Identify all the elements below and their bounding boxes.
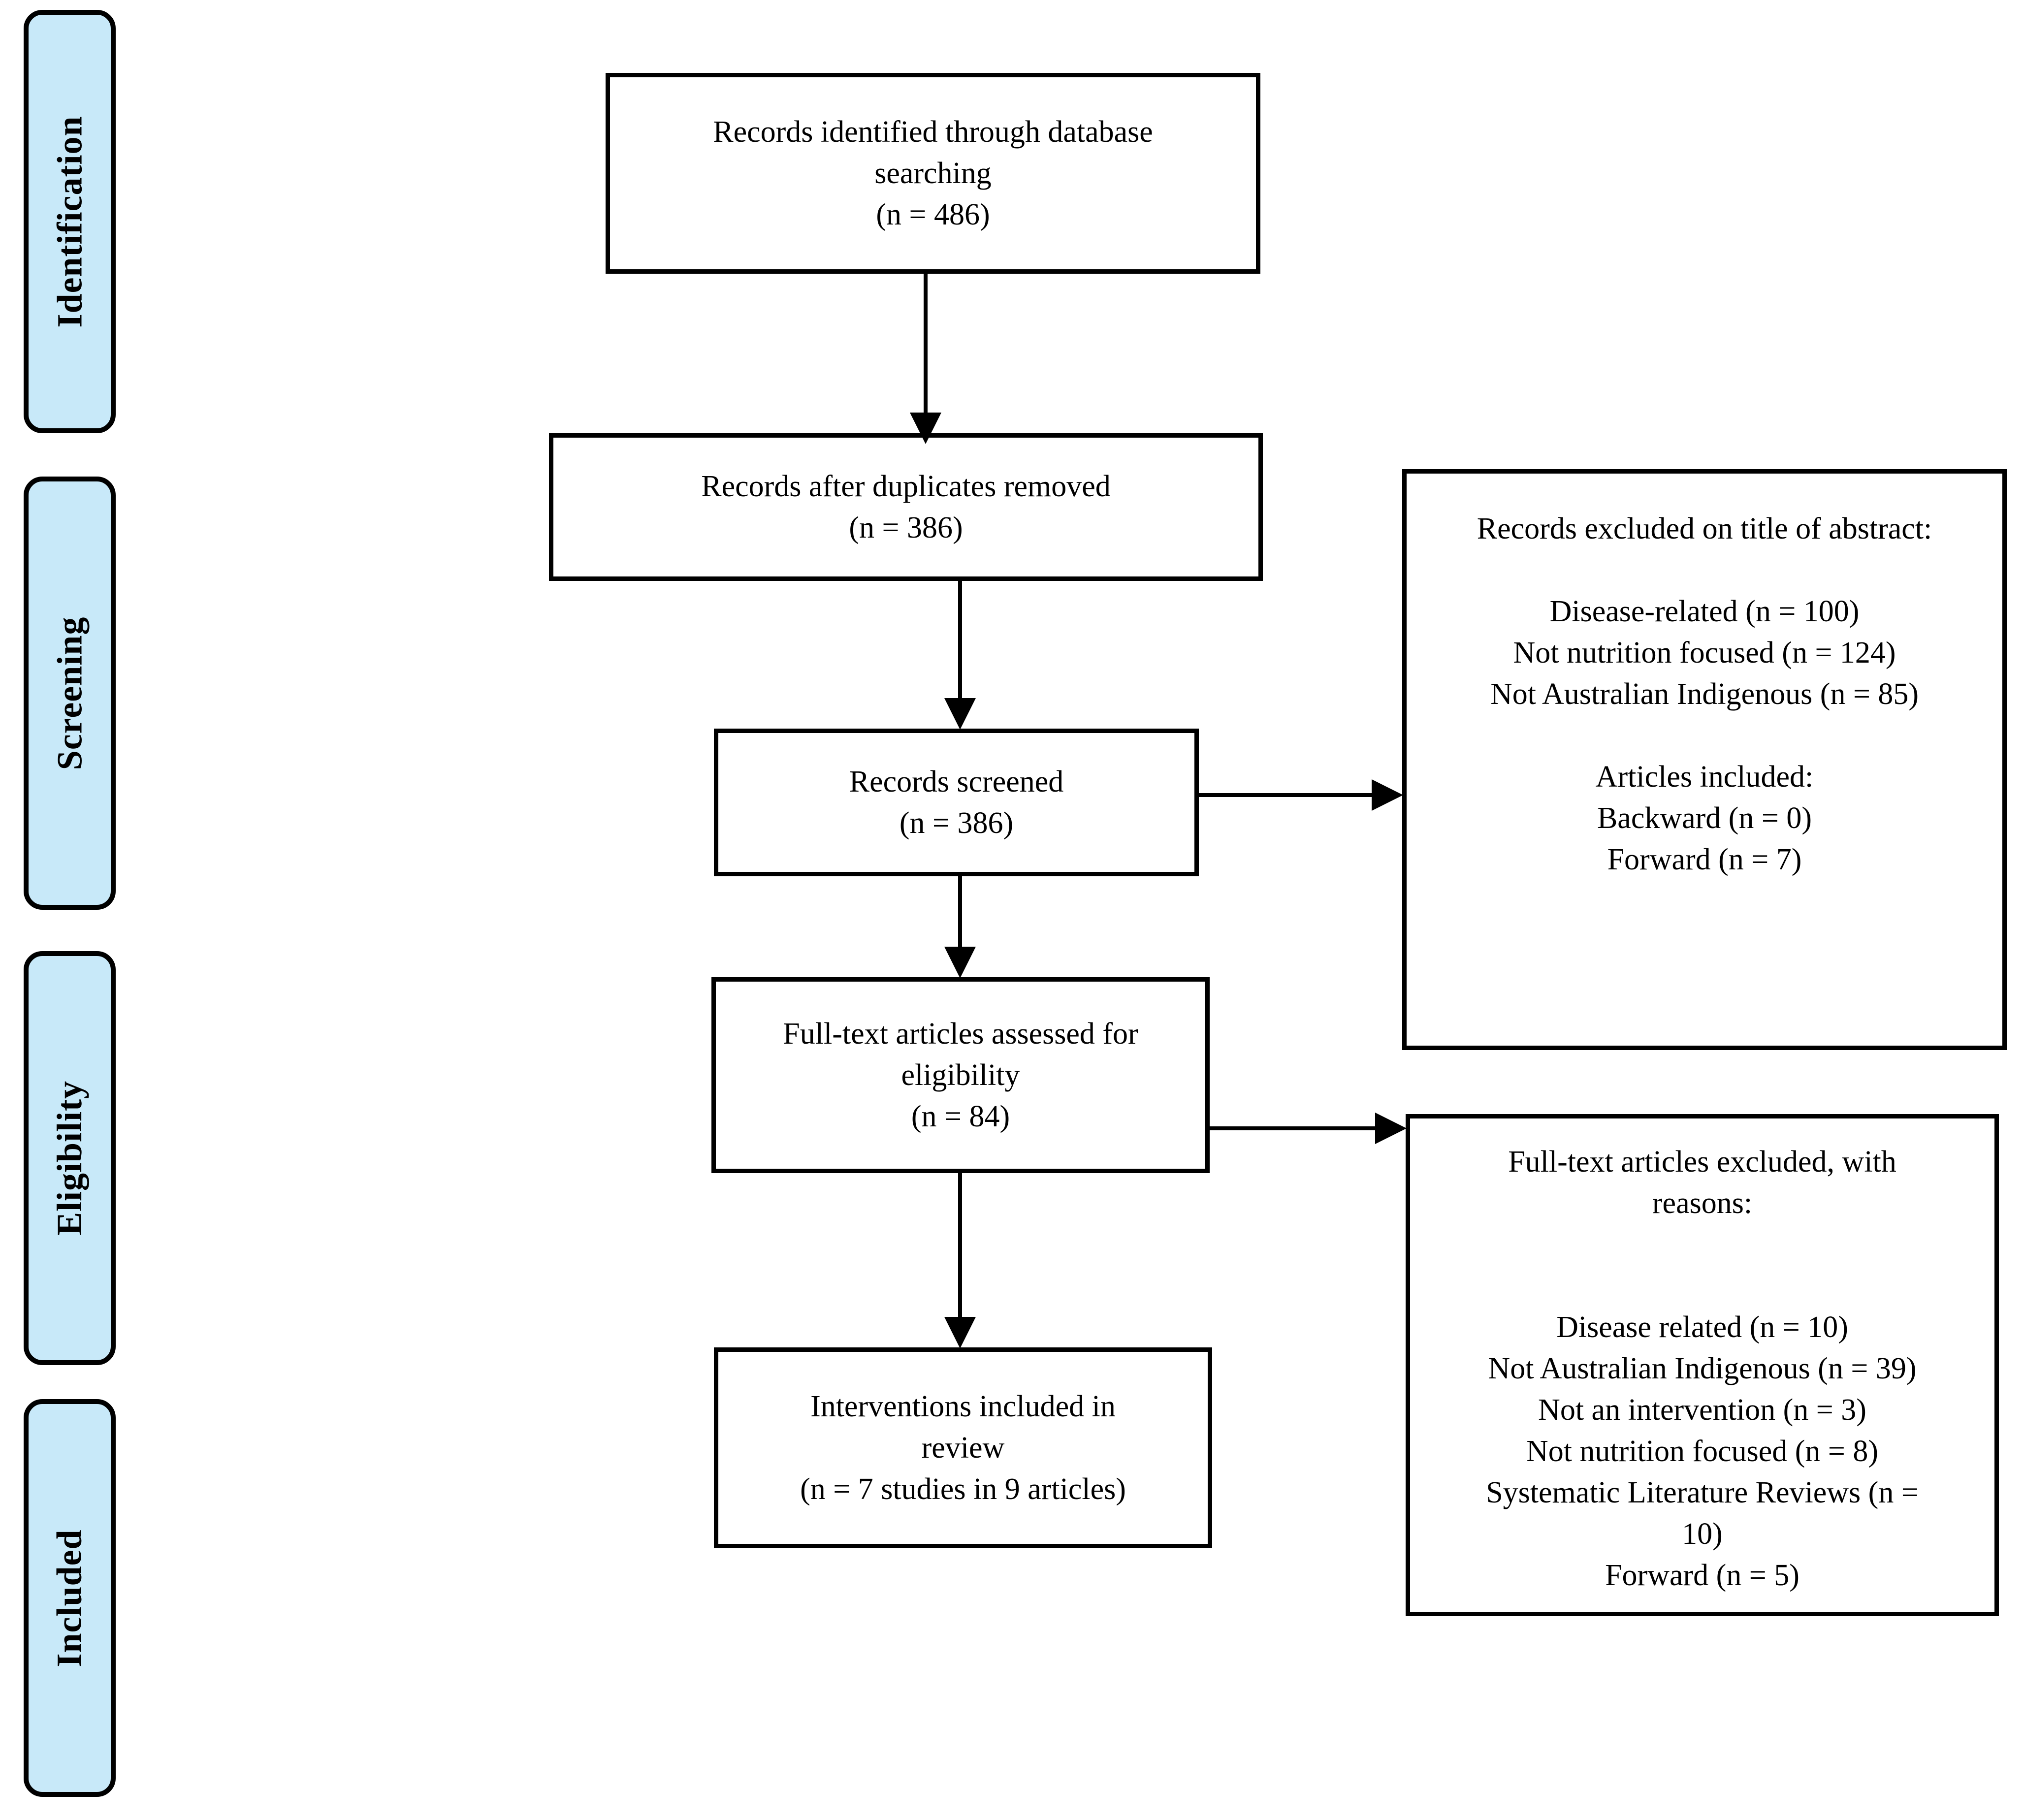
box-included-review: Interventions included in review (n = 7 … xyxy=(714,1347,1212,1548)
box-duplicates-removed: Records after duplicates removed (n = 38… xyxy=(549,433,1263,581)
stage-identification: Identification xyxy=(24,10,116,433)
box-records-screened: Records screened (n = 386) xyxy=(714,729,1199,876)
box-records-screened-text: Records screened (n = 386) xyxy=(849,765,1064,840)
box-excluded-fulltext: Full-text articles excluded, with reason… xyxy=(1406,1114,1999,1616)
box-records-identified-text: Records identified through database sear… xyxy=(713,115,1153,231)
arrow-identified-to-duplicates xyxy=(910,274,941,444)
stage-identification-label: Identification xyxy=(50,115,90,328)
stage-screening: Screening xyxy=(24,477,116,910)
box-excluded-title-abstract: Records excluded on title of abstract: D… xyxy=(1402,469,2007,1050)
stage-eligibility-label: Eligibility xyxy=(50,1080,90,1236)
box-fulltext-assessed-text: Full-text articles assessed for eligibil… xyxy=(783,1017,1138,1133)
stage-screening-label: Screening xyxy=(50,616,90,770)
arrow-screened-to-excluded xyxy=(1199,779,1403,811)
arrow-duplicates-to-screened xyxy=(944,581,976,730)
arrow-fulltext-to-included xyxy=(944,1173,976,1348)
arrow-screened-to-fulltext xyxy=(944,876,976,978)
stage-eligibility: Eligibility xyxy=(24,951,116,1365)
box-excluded-fulltext-text: Full-text articles excluded, with reason… xyxy=(1486,1145,1919,1592)
stage-included: Included xyxy=(24,1399,116,1797)
box-fulltext-assessed: Full-text articles assessed for eligibil… xyxy=(711,977,1210,1173)
box-included-review-text: Interventions included in review (n = 7 … xyxy=(800,1390,1126,1506)
box-duplicates-removed-text: Records after duplicates removed (n = 38… xyxy=(701,470,1111,544)
box-excluded-title-abstract-text: Records excluded on title of abstract: D… xyxy=(1477,512,1932,876)
box-records-identified: Records identified through database sear… xyxy=(606,73,1260,274)
arrow-fulltext-to-excluded xyxy=(1210,1113,1407,1144)
stage-included-label: Included xyxy=(50,1529,90,1667)
